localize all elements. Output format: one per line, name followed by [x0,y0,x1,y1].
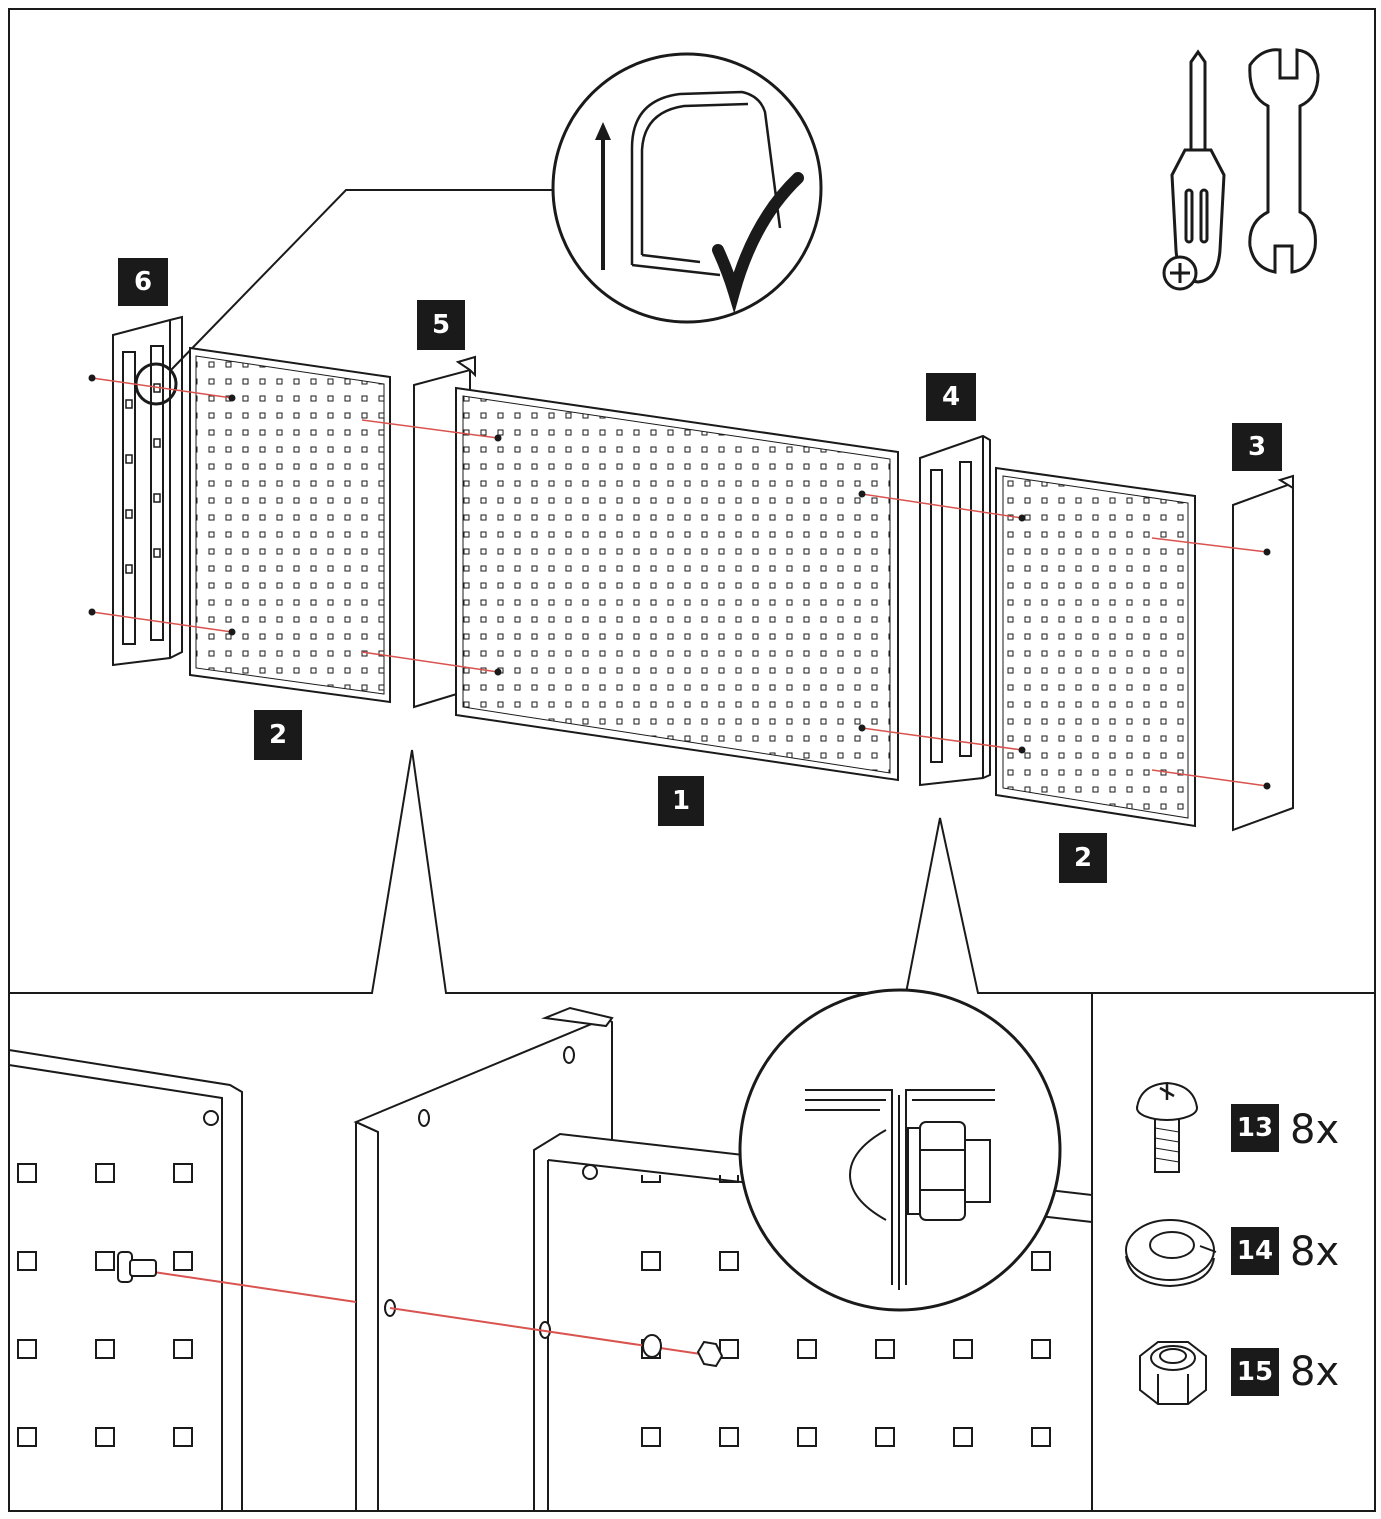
wrench-icon [1248,48,1320,274]
part-label-right-end-bracket: 3 [1232,423,1282,471]
part-label-right-connector: 4 [926,373,976,421]
part-label-left-end-bracket: 6 [118,258,168,306]
hardware-quantity-washer: 8x [1290,1229,1340,1275]
hardware-number-screw: 13 [1231,1104,1279,1152]
hardware-number-washer: 14 [1231,1227,1279,1275]
hardware-number-nut: 15 [1231,1348,1279,1396]
part-label-left-panel: 2 [254,710,302,760]
end-bracket-right [1232,474,1294,832]
hardware-quantity-nut: 8x [1290,1349,1340,1395]
pegboard-panel-left [189,346,391,704]
connector-right [919,434,991,787]
pegboard-panel-main [455,386,899,782]
part-label-left-connector: 5 [417,300,465,350]
bolt-cross-section-detail [738,988,1062,1312]
checkmark-icon [712,172,804,314]
fastener-screws [88,374,1271,790]
callout-leader-line [169,189,552,372]
screw-icon [1136,1081,1198,1173]
fastener-path-lines [91,377,1268,787]
hook-detail-magnified [551,52,823,324]
pegboard-panel-right [995,466,1196,828]
enlarged-fastener [117,1251,724,1368]
part-label-right-panel: 2 [1059,833,1107,883]
end-bracket-left [112,315,183,667]
hex-nut-icon [1139,1341,1207,1405]
part-label-main-panel: 1 [658,776,704,826]
phillips-screwdriver-icon [1162,49,1226,291]
hardware-quantity-screw: 8x [1290,1107,1340,1153]
enlarged-panel-left [8,1048,243,1512]
spring-washer-icon [1125,1219,1217,1288]
